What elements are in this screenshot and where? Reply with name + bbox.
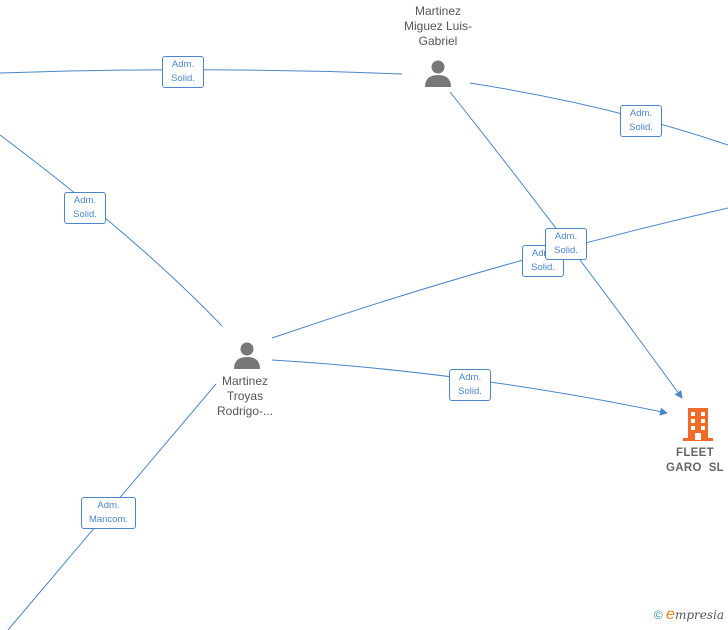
badge-role-line2: Solid. xyxy=(171,73,195,84)
badge-role-line1: Adm. xyxy=(97,500,120,511)
relation-badge[interactable]: Adm. Solid. xyxy=(545,228,587,260)
badge-role-line2: Solid. xyxy=(629,122,653,133)
person-name-line1: Martinez xyxy=(221,374,268,388)
company-name-line1: FLEET xyxy=(676,447,714,459)
badge-role-line1: Adm. xyxy=(458,372,482,383)
relation-badge[interactable]: Adm. Solid. xyxy=(64,192,106,224)
relation-badge[interactable]: Adm. Solid. xyxy=(162,56,204,88)
badge-role-line1: Adm. xyxy=(73,195,97,206)
person-node-miguez[interactable]: Martinez Miguez Luis- Gabriel xyxy=(388,4,488,49)
person-name-line2: Miguez Luis- xyxy=(403,19,473,33)
person-name-line2: Troyas xyxy=(226,389,264,403)
watermark: © empresia xyxy=(654,606,724,624)
person-name-line1: Martinez xyxy=(414,4,461,18)
relation-badge[interactable]: Adm. Solid. xyxy=(620,105,662,137)
company-name-line2: GARO SL xyxy=(666,462,724,474)
person-icon[interactable] xyxy=(423,58,453,88)
badge-role-line1: Adm. xyxy=(554,231,578,242)
badge-role-line1: Adm. xyxy=(629,108,653,119)
copyright-symbol: © xyxy=(653,608,663,622)
brand-name: mpresia xyxy=(674,608,724,622)
person-node-troyas[interactable]: Martinez Troyas Rodrigo-... xyxy=(195,374,295,419)
badge-role-line1: Adm. xyxy=(531,248,555,259)
badge-role-line1: Adm. xyxy=(171,59,195,70)
edge-troyas-to-right xyxy=(271,207,728,339)
person-icon[interactable] xyxy=(232,340,262,370)
badge-role-line2: Mancom. xyxy=(88,514,129,525)
relation-badge[interactable]: Adm. Solid. xyxy=(449,369,491,401)
brand-initial: e xyxy=(666,606,675,623)
company-name[interactable]: FLEET GARO SL xyxy=(662,446,728,476)
edge-miguez-to-right xyxy=(469,82,728,146)
relation-badge[interactable]: Adm. Mancom. xyxy=(81,497,136,529)
badge-role-line2: Solid. xyxy=(554,245,578,256)
building-icon[interactable] xyxy=(681,406,715,442)
badge-role-line2: Solid. xyxy=(531,262,555,273)
edge-left-to-troyas xyxy=(0,134,223,327)
badge-role-line2: Solid. xyxy=(458,386,482,397)
badge-role-line2: Solid. xyxy=(73,209,97,220)
person-name-line3: Gabriel xyxy=(418,34,458,48)
person-name-line3: Rodrigo-... xyxy=(216,404,274,418)
relation-badge[interactable]: Adm. Solid. xyxy=(522,245,564,277)
